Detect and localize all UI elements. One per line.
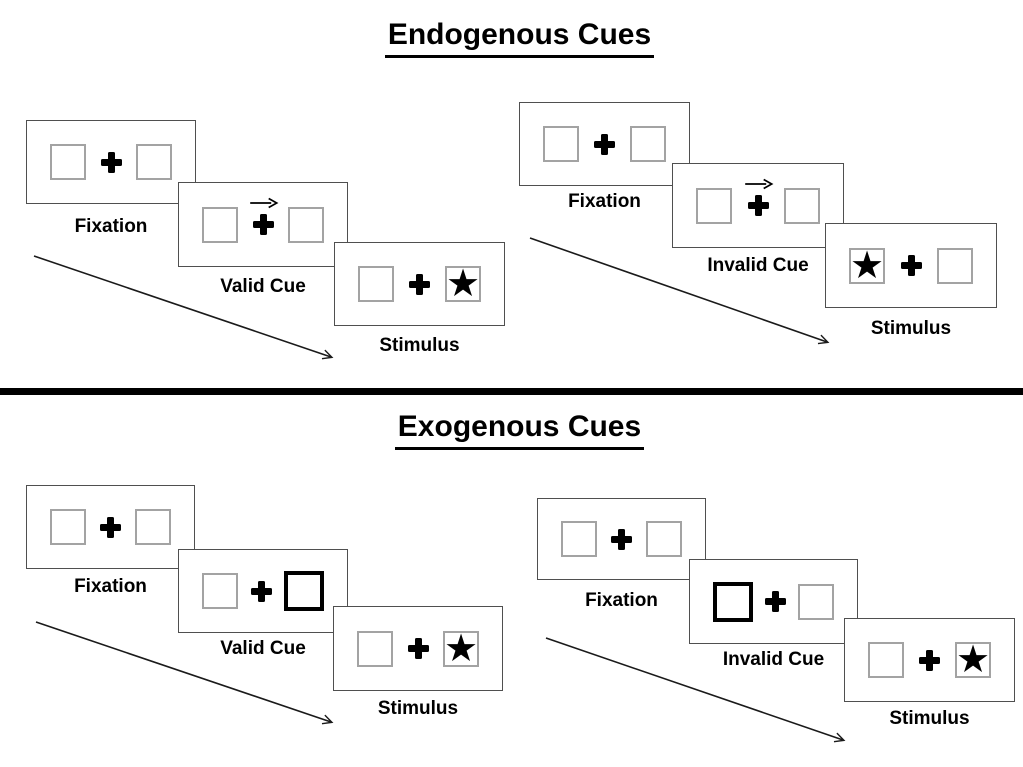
fixation-cross-icon	[765, 591, 786, 612]
section-title-endogenous: Endogenous Cues	[0, 18, 1023, 58]
section-title-exogenous: Exogenous Cues	[0, 410, 1023, 450]
right-arrow-cue-icon	[745, 178, 774, 190]
invalid-cue-panel	[689, 559, 858, 644]
panel-label: Stimulus	[870, 318, 952, 339]
placeholder-box-right	[136, 144, 172, 180]
cue-box-bold-left	[713, 581, 753, 622]
panel-label: Stimulus	[889, 708, 970, 729]
fixation-panel	[26, 485, 195, 569]
placeholder-box-right	[784, 187, 820, 224]
fixation-cross	[100, 516, 121, 538]
timeline-arrow	[545, 637, 846, 743]
fixation-cross	[409, 273, 430, 295]
panel-label: Fixation	[74, 576, 147, 597]
fixation-cross-icon	[611, 528, 632, 550]
placeholder-box-right	[646, 521, 682, 557]
placeholder-box-right	[288, 206, 324, 243]
placeholder-box-left	[357, 630, 393, 667]
fixation-cross	[611, 528, 632, 550]
placeholder-box-right	[937, 247, 973, 284]
panel-label: Stimulus	[379, 335, 460, 356]
invalid-cue-panel	[672, 163, 844, 248]
section-divider	[0, 388, 1023, 395]
right-arrow-cue-icon	[250, 197, 279, 209]
placeholder-box-left	[50, 509, 86, 545]
fixation-cross	[594, 133, 615, 155]
panel-label: Fixation	[568, 191, 641, 212]
fixation-cross-icon	[900, 255, 922, 276]
stimulus-panel: ★	[333, 606, 503, 691]
placeholder-box-left	[543, 126, 579, 162]
fixation-cross-icon	[594, 133, 615, 155]
panel-label: Fixation	[585, 590, 658, 611]
placeholder-box-left	[202, 206, 238, 243]
timeline-arrow	[529, 237, 830, 345]
fixation-cross-icon	[250, 580, 272, 602]
fixation-cross-icon	[409, 273, 430, 295]
panel-label: Invalid Cue	[707, 255, 809, 276]
valid-cue-panel	[178, 549, 348, 633]
fixation-cross-icon	[747, 195, 769, 216]
fixation-cross	[745, 178, 774, 216]
cue-box-bold-right	[284, 571, 324, 611]
star-icon: ★	[955, 639, 991, 681]
stimulus-panel: ★	[334, 242, 505, 326]
target-star-box: ★	[443, 627, 479, 670]
placeholder-box-left	[50, 144, 86, 180]
fixation-cross-icon	[919, 649, 940, 671]
stimulus-panel: ★	[825, 223, 997, 308]
fixation-cross-icon	[100, 151, 122, 173]
section-title: Endogenous Cues	[384, 18, 655, 58]
fixation-panel	[26, 120, 196, 204]
star-icon: ★	[849, 244, 885, 287]
fixation-cross	[250, 197, 279, 235]
fixation-cross	[919, 649, 940, 671]
target-star-box: ★	[955, 639, 991, 681]
stimulus-panel: ★	[844, 618, 1015, 702]
panel-label: Valid Cue	[220, 638, 306, 659]
placeholder-box-right	[135, 509, 171, 545]
fixation-cross-icon	[100, 516, 121, 538]
panel-label: Fixation	[74, 216, 148, 237]
section-title: Exogenous Cues	[394, 410, 645, 450]
target-star-box: ★	[445, 263, 481, 305]
target-star-box: ★	[849, 244, 885, 287]
placeholder-box-left	[696, 187, 732, 224]
timeline-arrow	[35, 621, 334, 725]
panel-label: Stimulus	[377, 698, 459, 719]
placeholder-box-right	[630, 126, 666, 162]
placeholder-box-right	[798, 583, 834, 620]
fixation-cross	[250, 580, 272, 602]
fixation-cross-icon	[407, 638, 429, 659]
placeholder-box-left	[358, 266, 394, 302]
fixation-panel	[519, 102, 690, 186]
fixation-cross	[407, 638, 429, 659]
fixation-cross	[100, 151, 122, 173]
placeholder-box-left	[561, 521, 597, 557]
valid-cue-panel	[178, 182, 348, 267]
fixation-cross-icon	[252, 214, 274, 235]
panel-label: Invalid Cue	[722, 649, 825, 670]
star-icon: ★	[445, 263, 481, 305]
panel-label: Valid Cue	[220, 276, 306, 297]
placeholder-box-left	[202, 573, 238, 609]
timeline-arrow	[33, 255, 334, 360]
placeholder-box-left	[868, 642, 904, 678]
star-icon: ★	[443, 627, 479, 670]
fixation-panel	[537, 498, 706, 580]
fixation-cross	[765, 591, 786, 612]
fixation-cross	[900, 255, 922, 276]
